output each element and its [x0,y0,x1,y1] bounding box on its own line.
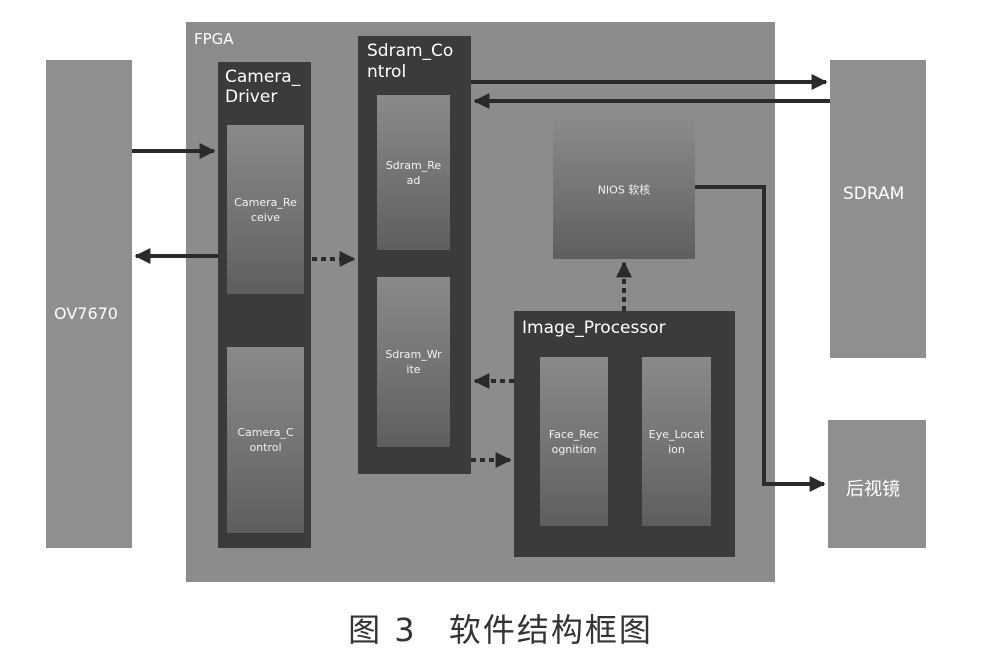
sdram-label: SDRAM [843,184,905,204]
face-recognition-label: Face_Rec ognition [548,427,600,456]
camera-receive-label: Camera_Re ceive [234,195,297,224]
figure-number: 图 3 [348,611,417,649]
sdram-read-block: Sdram_Re ad [377,95,450,250]
sdram-write-label: Sdram_Wr ite [385,348,442,376]
mirror-label: 后视镜 [846,479,900,500]
camera-control-block: Camera_C ontrol [227,347,304,533]
camera-driver-label: Camera_ Driver [225,67,301,107]
camera-control-label: Camera_C ontrol [237,426,294,454]
sdram-read-label: Sdram_Re ad [385,158,442,187]
ov7670-block: OV7670 [46,60,132,548]
nios-block: NIOS 软核 [553,120,695,259]
eye-location-block: Eye_Locat ion [642,357,711,526]
sdram-write-block: Sdram_Wr ite [377,277,450,447]
arrow-nios-to-mirror [695,185,826,492]
figure-caption: 图 3 软件结构框图 [0,605,1001,651]
image-processor-label: Image_Processor [522,318,666,338]
eye-location-label: Eye_Locat ion [648,427,705,456]
fpga-label: FPGA [194,30,234,48]
figure-title: 软件结构框图 [448,611,653,649]
ov7670-label: OV7670 [54,304,118,323]
camera-receive-block: Camera_Re ceive [227,125,304,294]
sdram-control-label: Sdram_Co ntrol [367,41,454,82]
nios-label: NIOS 软核 [597,183,651,196]
sdram-block: SDRAM [830,60,926,358]
mirror-block: 后视镜 [828,420,926,548]
face-recognition-block: Face_Rec ognition [540,357,608,526]
